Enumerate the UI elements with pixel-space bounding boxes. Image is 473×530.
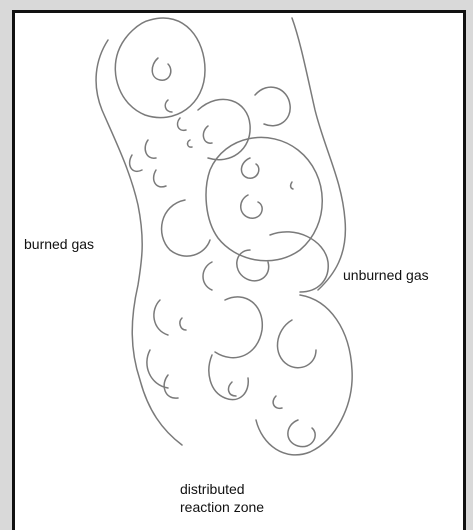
eddy-curl-4a [241, 158, 258, 178]
eddy-lower-10 [215, 297, 262, 358]
eddy-right-16 [288, 420, 315, 447]
curl-d [188, 140, 192, 147]
curl-f [130, 155, 142, 171]
reaction-zone-label: distributed reaction zone [180, 480, 264, 516]
reaction-zone-line1: distributed [180, 480, 264, 498]
curl-c [203, 126, 212, 143]
eddy-small-7 [237, 250, 269, 281]
eddy-mid-5 [162, 200, 210, 256]
eddy-large-4 [206, 137, 322, 260]
burned-gas-label: burned gas [24, 235, 94, 253]
eddy-mid-6 [270, 232, 328, 292]
curl-g [154, 170, 166, 187]
eddy-lower-14 [229, 382, 236, 396]
curl-a [165, 100, 172, 112]
boundary-right-lower [256, 295, 352, 455]
curl-b [178, 118, 186, 130]
eddy-lower-12 [164, 375, 178, 398]
curl-i [273, 396, 282, 408]
eddy-curl-4b [241, 195, 262, 218]
eddy-large-1 [115, 18, 205, 118]
eddy-right-15 [277, 320, 316, 368]
eddy-curl-1 [152, 58, 171, 80]
boundary-left [96, 40, 182, 445]
eddy-lower-9 [154, 300, 168, 335]
eddy-curl-4c [291, 182, 293, 189]
eddy-small-8 [203, 262, 212, 290]
curl-e [145, 140, 156, 158]
unburned-gas-label: unburned gas [343, 266, 429, 284]
curl-h [180, 318, 186, 330]
eddy-medium-3 [255, 87, 290, 126]
reaction-zone-line2: reaction zone [180, 498, 264, 516]
